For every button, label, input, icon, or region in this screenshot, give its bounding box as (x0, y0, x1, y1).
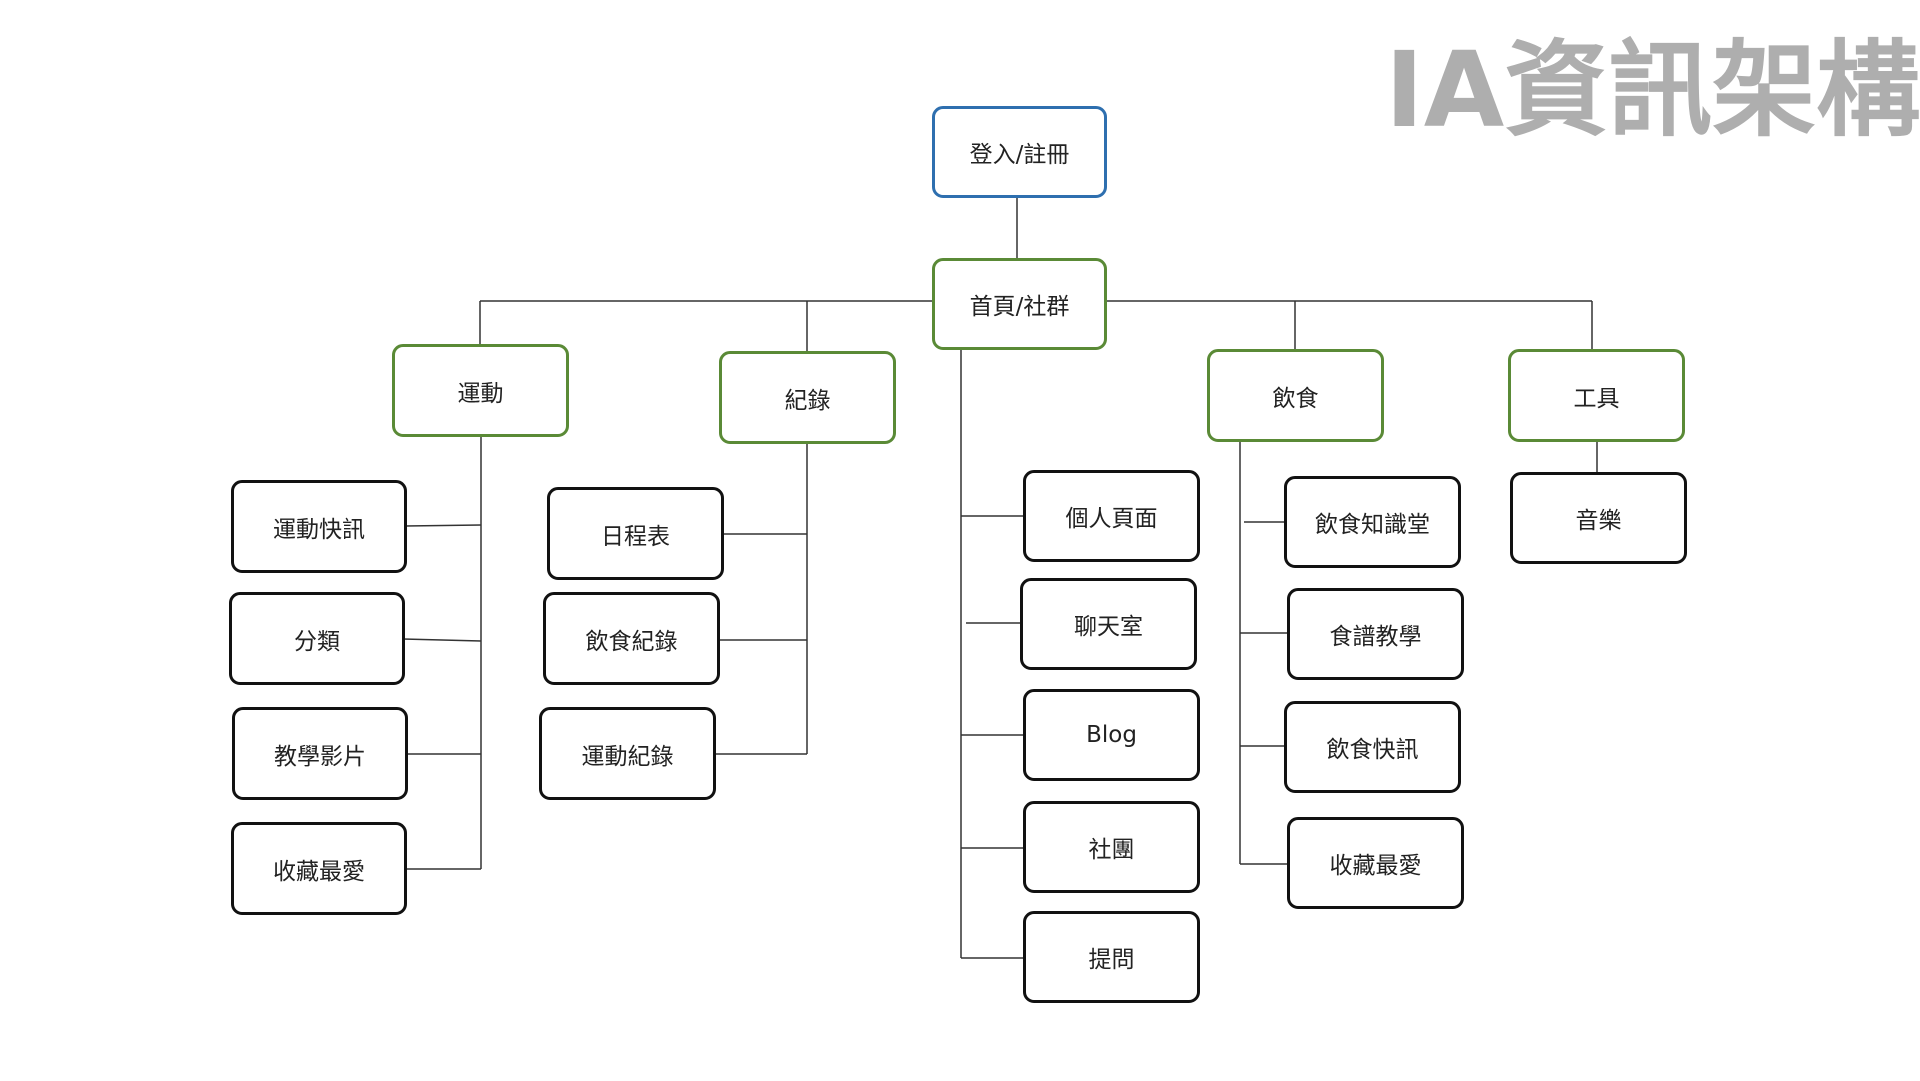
node-sports-item-label: 教學影片 (274, 743, 366, 770)
node-sports-item: 運動快訊 (231, 480, 407, 573)
node-diet-item-label: 食譜教學 (1329, 624, 1422, 650)
node-sports-item-label: 收藏最愛 (273, 858, 365, 885)
node-sports-label: 運動 (457, 380, 504, 407)
diagram-title: IA資訊架構 (1385, 29, 1920, 151)
node-records-label: 紀錄 (784, 387, 831, 414)
node-sports-item: 教學影片 (232, 707, 408, 800)
node-records-item-label: 飲食紀錄 (585, 628, 678, 655)
node-community-item-label: Blog (1086, 722, 1137, 748)
node-diet-item: 飲食知識堂 (1284, 476, 1461, 568)
node-sports: 運動 (392, 344, 569, 437)
node-records-item-label: 運動紀錄 (581, 743, 674, 770)
node-community-item: 社團 (1023, 801, 1200, 893)
node-community-item-label: 聊天室 (1074, 614, 1143, 640)
node-tools-label: 工具 (1573, 385, 1620, 412)
node-tools: 工具 (1508, 349, 1685, 442)
node-tools-item: 音樂 (1510, 472, 1687, 564)
node-records-item: 飲食紀錄 (543, 592, 720, 685)
node-sports-item-label: 運動快訊 (273, 516, 365, 543)
node-community-item-label: 提問 (1088, 947, 1135, 973)
node-community-item-label: 社團 (1088, 837, 1135, 863)
node-tools-item-label: 音樂 (1575, 508, 1622, 534)
node-sports-item: 收藏最愛 (231, 822, 407, 915)
node-diet-label: 飲食 (1272, 385, 1319, 412)
node-community-item: 聊天室 (1020, 578, 1197, 670)
node-community-item: Blog (1023, 689, 1200, 781)
node-sports-item: 分類 (229, 592, 405, 685)
node-home-community: 首頁/社群 (932, 258, 1107, 350)
node-records: 紀錄 (719, 351, 896, 444)
node-community-item: 個人頁面 (1023, 470, 1200, 562)
connector-sports-item-2 (402, 638, 482, 642)
node-records-item: 運動紀錄 (539, 707, 716, 800)
node-diet-item-label: 收藏最愛 (1329, 853, 1422, 879)
node-login-register: 登入/註冊 (932, 106, 1107, 198)
node-sports-item-label: 分類 (294, 628, 340, 655)
connector-sports-item-1 (404, 524, 482, 527)
node-diet-item: 飲食快訊 (1284, 701, 1461, 793)
node-diet-item-label: 飲食知識堂 (1315, 512, 1430, 538)
node-login-register-label: 登入/註冊 (969, 142, 1070, 168)
node-diet-item-label: 飲食快訊 (1326, 737, 1419, 763)
node-community-item: 提問 (1023, 911, 1200, 1003)
node-diet-item: 收藏最愛 (1287, 817, 1464, 909)
node-home-community-label: 首頁/社群 (969, 294, 1070, 320)
node-records-item-label: 日程表 (601, 523, 670, 550)
node-diet: 飲食 (1207, 349, 1384, 442)
node-records-item: 日程表 (547, 487, 724, 580)
node-diet-item: 食譜教學 (1287, 588, 1464, 680)
node-community-item-label: 個人頁面 (1065, 506, 1158, 532)
